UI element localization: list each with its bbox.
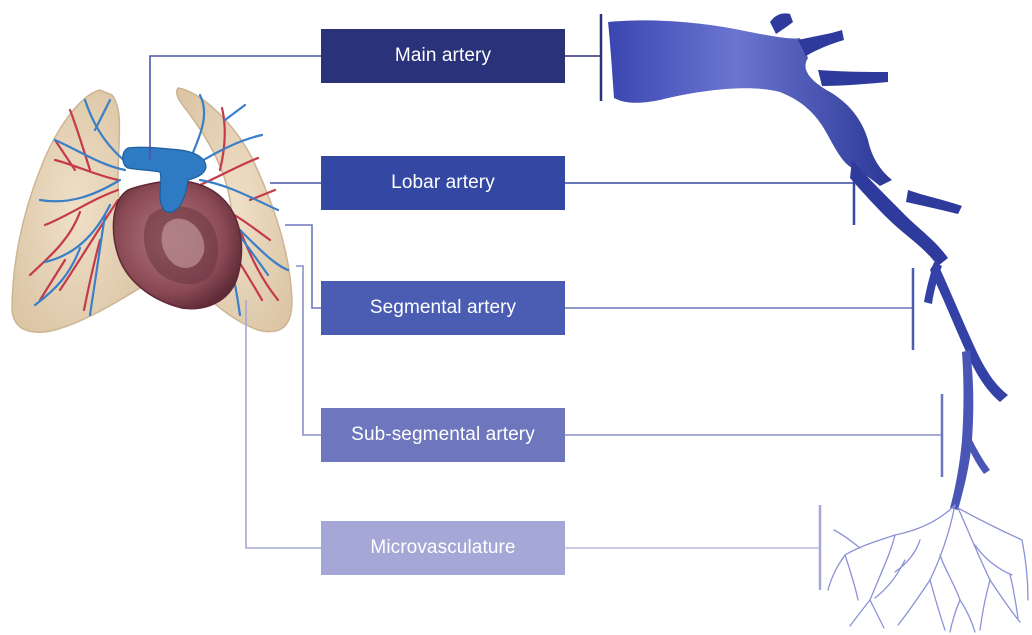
label-microvasculature-text: Microvasculature (370, 537, 515, 559)
main-artery-vessel (608, 20, 892, 186)
connector-micro-left (246, 300, 321, 548)
lungs-heart-illustration (12, 88, 292, 332)
branch-top-1 (770, 13, 793, 34)
branch-lobar-side (906, 190, 962, 214)
artery-tree-illustration (608, 13, 1028, 632)
label-lobar-artery-text: Lobar artery (391, 172, 495, 194)
branch-subsegmental-side (968, 440, 990, 474)
label-subsegmental-artery: Sub-segmental artery (321, 408, 565, 462)
label-microvasculature: Microvasculature (321, 521, 565, 575)
lobar-vessel (850, 160, 948, 266)
label-main-artery-text: Main artery (395, 45, 491, 67)
label-segmental-artery: Segmental artery (321, 281, 565, 335)
branch-top-2 (798, 30, 844, 56)
microvasculature-branches (828, 505, 1028, 632)
connector-subsegmental-left (296, 266, 321, 435)
subsegmental-vessel (950, 350, 973, 510)
label-subsegmental-artery-text: Sub-segmental artery (351, 424, 535, 446)
label-lobar-artery: Lobar artery (321, 156, 565, 210)
branch-top-3 (818, 70, 888, 86)
label-main-artery: Main artery (321, 29, 565, 83)
label-segmental-artery-text: Segmental artery (370, 297, 516, 319)
